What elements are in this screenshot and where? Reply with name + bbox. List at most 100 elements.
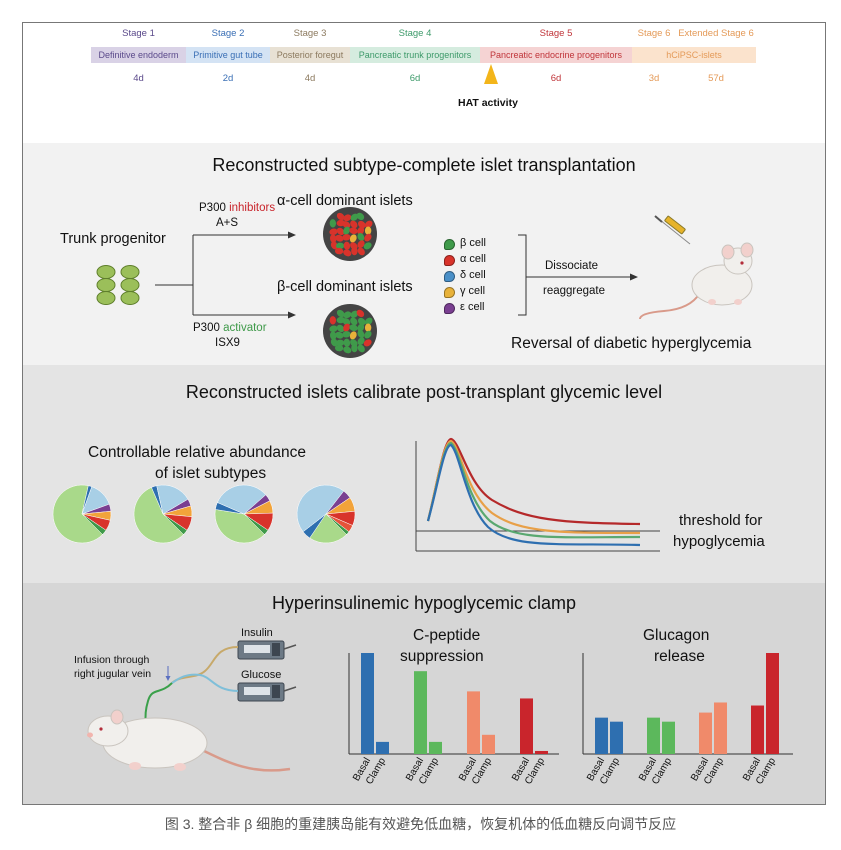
stage-name: Stage 2 [211, 28, 245, 39]
glucose-curve-plot [415, 437, 660, 552]
curve-orange [426, 439, 641, 535]
islet-cell [329, 325, 338, 333]
arrow-head-beta [288, 311, 296, 319]
islet-cell [364, 220, 373, 228]
stage-name: Stage 1 [122, 28, 155, 39]
bar [467, 691, 480, 754]
islet-cell [364, 226, 372, 235]
islet-cell [335, 234, 344, 242]
subtype-pie [214, 484, 274, 544]
cell-type-icon [444, 271, 455, 282]
islet-cell [357, 226, 365, 235]
down-arrow-icon [165, 666, 171, 681]
trunk-progenitor-cells [96, 265, 140, 305]
curve-blue [426, 443, 641, 547]
bar [751, 705, 764, 754]
islet-cell [349, 227, 358, 235]
infusion-tubes [144, 646, 239, 724]
stage-name: Stage 3 [293, 28, 327, 39]
stage-name: Stage 5 [539, 28, 573, 39]
bar [520, 698, 533, 754]
stage-bar: Definitive endoderm [91, 47, 186, 63]
stage-bar: Posterior foregut [270, 47, 350, 63]
reaggregate-label: reaggregate [543, 285, 606, 297]
stage-duration: 4d [133, 73, 144, 84]
islet-cell [364, 330, 372, 339]
inhibitor-prefix: P300 [199, 202, 230, 214]
islet-cell [350, 317, 358, 326]
subtype-pie [296, 484, 356, 544]
islet-cell [343, 249, 352, 257]
abundance-line1: Controllable relative abundance [88, 444, 307, 461]
islet-cell [357, 323, 365, 332]
figure-caption: 图 3. 整合非 β 细胞的重建胰岛能有效避免低血糖，恢复机体的低血糖反向调节反… [164, 816, 677, 832]
bar [535, 750, 548, 754]
glucagon-title-line1: Glucagon [643, 627, 710, 644]
islet-cell [358, 317, 366, 326]
panel2-graphics [52, 437, 660, 552]
panel-glycemic-level: Reconstructed islets calibrate post-tran… [23, 365, 825, 583]
islet-cell [350, 220, 358, 229]
rat-icon [87, 709, 291, 772]
islet-cell [334, 344, 344, 352]
stage-bar: hCiPSC-islets [632, 47, 756, 63]
islet-cell [357, 232, 365, 242]
bar [376, 741, 389, 754]
p300-activator-label: P300 activator [193, 322, 267, 334]
panel1-title: Reconstructed subtype-complete islet tra… [212, 155, 636, 175]
islet-cell [343, 226, 351, 235]
bar [699, 712, 712, 754]
islet-cell [330, 241, 338, 250]
islet-cell [343, 311, 352, 319]
islet-cell [343, 323, 351, 332]
islet-cell [335, 242, 345, 250]
syringe-icon [654, 215, 691, 245]
stage-duration: 6d [550, 73, 562, 84]
islet-cell [336, 309, 345, 318]
cell-type-icon [444, 239, 455, 250]
pie-slice [133, 487, 184, 544]
threshold-line2: hypoglycemia [673, 533, 765, 550]
cell-type-icon [444, 287, 455, 298]
stage-duration: 57d [708, 73, 724, 84]
islet-cell [349, 324, 358, 332]
islet-cell [358, 220, 366, 229]
stage-bar: Pancreatic trunk progenitors [350, 47, 480, 63]
inhibitor-drug: A+S [216, 217, 239, 229]
bar [714, 702, 727, 754]
arrow-head-dissociate [630, 273, 638, 281]
insulin-pump-icon [237, 640, 297, 660]
islet-cell [330, 338, 338, 347]
glucose-pump-icon [237, 682, 297, 702]
cell-type-label: β cell [460, 237, 486, 249]
curve-red [426, 437, 641, 526]
islet-cell [342, 221, 351, 229]
islet-cell [342, 318, 351, 326]
infusion-line2: right jugular vein [74, 668, 152, 680]
activator-prefix: P300 [193, 322, 224, 334]
activator-word: activator [223, 322, 267, 334]
pie-slice [325, 513, 350, 535]
threshold-line1: threshold for [679, 512, 763, 529]
pie-slice [156, 484, 189, 515]
alpha-islets-label: α-cell dominant islets [277, 193, 413, 209]
cell-type-icon [444, 303, 455, 314]
infusion-line1: Infusion through [74, 654, 150, 666]
islet-cell [329, 316, 337, 325]
bar [595, 717, 608, 754]
alpha-islet [323, 207, 377, 261]
hat-activity-label: HAT activity [458, 97, 518, 109]
insulin-label: Insulin [241, 627, 273, 639]
pie-slice [296, 484, 345, 533]
bar [662, 721, 675, 754]
islet-cell [364, 323, 372, 332]
glucose-label: Glucose [241, 669, 282, 681]
pie-slice [243, 513, 269, 535]
pie-slice [214, 509, 265, 544]
islet-cell [357, 344, 365, 353]
cell-type-label: α cell [460, 253, 486, 265]
islet-cell [329, 219, 337, 228]
